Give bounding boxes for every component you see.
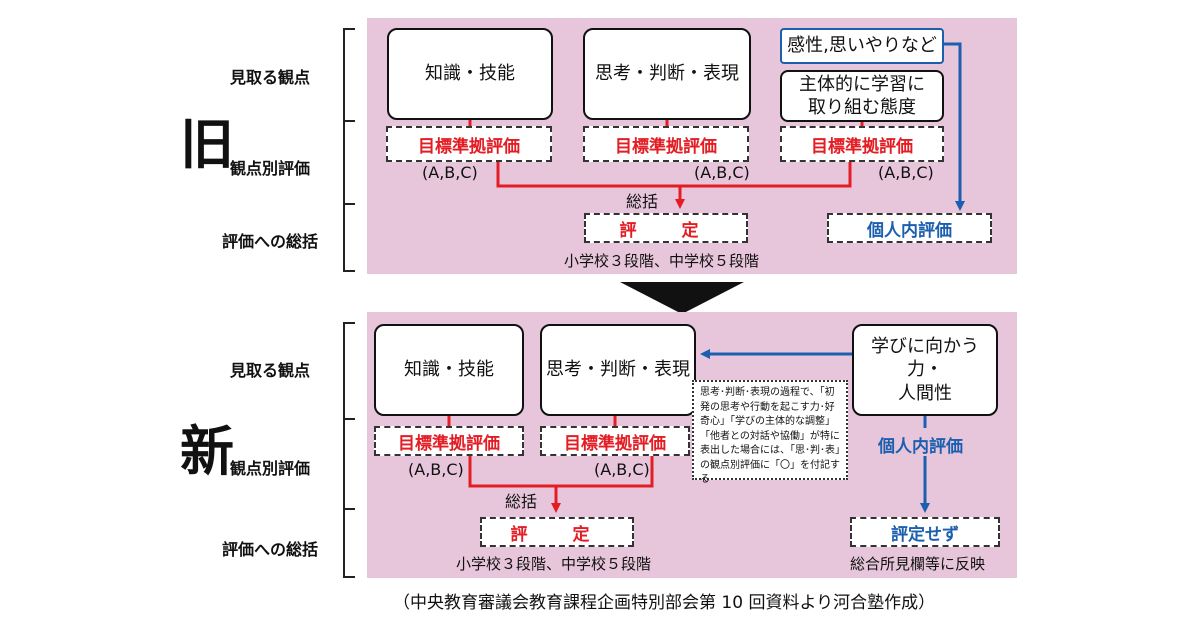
new-row-label-eval: 観点別評価 [229,459,310,478]
old-eval-2: 目標準拠評価 [583,126,749,162]
old-abc-1: (A,B,C) [422,163,478,182]
source-caption: （中央教育審議会教育課程企画特別部会第 10 回資料より河合塾作成） [393,593,936,613]
old-red-connector [496,162,852,188]
old-summary-label: 総括 [626,192,659,211]
new-stages-note: 小学校３段階、中学校５段階 [456,555,652,573]
new-viewpoint-motivation: 学びに向かう力・ 人間性 [852,324,998,416]
new-viewpoint-knowledge: 知識・技能 [374,324,524,416]
old-viewpoint-attitude: 主体的に学習に 取り組む態度 [780,70,944,122]
new-eval-2: 目標準拠評価 [540,426,690,456]
new-no-grade-box: 評定せず [850,517,1000,547]
old-eval-3: 目標準拠評価 [780,126,944,162]
old-row-label-viewpoint: 見取る観点 [229,68,310,87]
old-row-label-eval: 観点別評価 [229,159,310,178]
new-row-divider-2 [343,508,355,510]
new-individual-label: 個人内評価 [878,437,963,457]
new-abc-1: (A,B,C) [408,460,464,479]
new-eval-1: 目標準拠評価 [374,426,524,456]
old-era-label: 旧 [180,113,234,176]
old-abc-3: (A,B,C) [878,163,934,182]
old-row-divider-2 [343,203,355,205]
old-row-divider-1 [343,120,355,122]
old-blue-arrow [944,42,965,211]
new-row-label-viewpoint: 見取る観点 [229,361,310,380]
old-viewpoint-knowledge: 知識・技能 [387,28,553,120]
new-row-divider-1 [343,418,355,420]
new-note-box: 思考･判断･表現の過程で、｢初発の思考や行動を起こす力･好奇心｣「学びの主体的な… [692,380,848,485]
new-red-connector [468,456,654,488]
old-individual-box: 個人内評価 [827,213,992,243]
transition-arrow [620,282,744,314]
old-stages-note: 小学校３段階、中学校５段階 [564,252,760,270]
new-row-label-summary: 評価への総括 [221,540,318,559]
new-viewpoint-thinking: 思考・判断・表現 [540,324,696,416]
old-eval-1: 目標準拠評価 [386,126,552,162]
new-reflect-note: 総合所見欄等に反映 [850,555,986,573]
new-grade-box: 評 定 [480,517,634,547]
new-summary-label: 総括 [505,492,538,511]
old-viewpoint-sensitivity: 感性,思いやりなど [780,28,944,64]
old-grade-box: 評 定 [584,213,748,243]
new-abc-2: (A,B,C) [594,460,650,479]
old-bracket [343,28,355,272]
new-bracket [343,322,355,578]
new-era-label: 新 [180,420,234,483]
old-viewpoint-thinking: 思考・判断・表現 [583,28,751,120]
old-row-label-summary: 評価への総括 [221,232,318,251]
old-abc-2: (A,B,C) [694,163,750,182]
